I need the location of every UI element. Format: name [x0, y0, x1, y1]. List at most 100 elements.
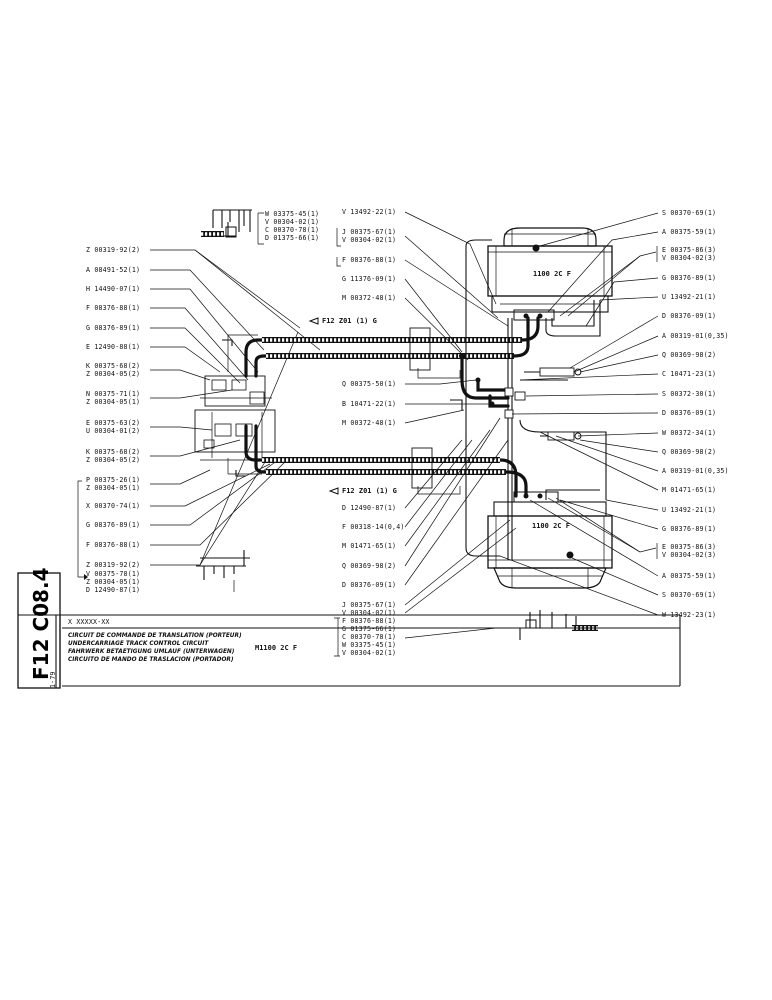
title-line-de: FAHRWERK BETAETIGUNG UMLAUF (UNTERWAGEN) [68, 649, 235, 655]
control-valve-block [194, 375, 276, 461]
label: S 00372-30(1) [662, 390, 716, 398]
sheet-date: 1-79 [49, 671, 57, 688]
bracket [77, 480, 84, 578]
label: K 00375-68(2) [86, 448, 140, 456]
sheet-stamp: X XXXXX-XX [68, 618, 110, 626]
label: V 00304-02(3) [662, 551, 716, 559]
label: G 11376-09(1) [342, 275, 396, 283]
label: W 00372-34(1) [662, 429, 716, 437]
label: F 00318-14(0,4) [342, 523, 405, 531]
label: Z 00319-92(2) [86, 246, 140, 254]
reference-upper: F12 Z01 (1) G [308, 317, 377, 325]
label: F 08376-88(1) [342, 256, 396, 264]
label: G 08376-89(1) [662, 274, 716, 282]
label: E 00375-63(2) [86, 419, 140, 427]
label: M 00372-48(1) [342, 294, 396, 302]
leader-lines-left [150, 249, 321, 566]
return-line [227, 334, 262, 475]
label: D 08376-09(1) [662, 409, 716, 417]
model-label: M1100 2C F [255, 644, 297, 652]
label: G 08376-89(1) [662, 525, 716, 533]
label: V 00304-02(1) [265, 218, 319, 226]
motor-label: 1100 2C F [533, 270, 571, 278]
label: E 12490-88(1) [86, 343, 140, 351]
label: F 08376-88(1) [342, 617, 396, 625]
label: W 03375-45(1) [265, 210, 319, 218]
label: D 08376-09(1) [342, 581, 396, 589]
inset-bottom-labels: F 08376-88(1) G 01375-66(1) C 00370-78(1… [342, 617, 396, 657]
title-line-en: UNDERCARRIAGE TRACK CONTROL CIRCUIT [68, 641, 209, 647]
label: A 00319-01(0,35) [662, 332, 729, 340]
label: Q 00369-98(2) [662, 351, 716, 359]
label: Z 00304-05(2) [86, 370, 140, 378]
arrow-icon [84, 574, 88, 580]
label: A 00375-59(1) [662, 572, 716, 580]
label: Q 00369-98(2) [342, 562, 396, 570]
label: X 00370-74(1) [86, 502, 140, 510]
label: G 08376-89(1) [86, 324, 140, 332]
label: S 00370-69(1) [662, 591, 716, 599]
label: P 00375-26(1) [86, 476, 140, 484]
label: E 00375-86(3) [662, 543, 716, 551]
label: V 00304-02(1) [342, 236, 396, 244]
label: U 13492-21(1) [662, 506, 716, 514]
label: D 01375-66(1) [265, 234, 319, 242]
label: V 00304-02(1) [342, 649, 396, 657]
bracket [336, 228, 341, 267]
reference-lower: F12 Z01 (1) G [328, 487, 397, 495]
label: S 00370-69(1) [662, 209, 716, 217]
title-line-es: CIRCUITO DE MANDO DE TRASLACION (PORTADO… [68, 657, 234, 663]
label: F 08376-88(1) [86, 541, 140, 549]
label: Z 00304-05(1) [86, 398, 140, 406]
hose-clamp [409, 327, 461, 495]
label: E 00375-86(3) [662, 246, 716, 254]
bracket [334, 617, 340, 657]
return-line [222, 339, 246, 477]
label: A 00375-59(1) [662, 228, 716, 236]
inset-top-fitting [201, 209, 264, 245]
sheet-code: F12 C08.4 [29, 568, 53, 680]
leader-lines-right [499, 212, 659, 616]
label: M 01471-65(1) [662, 486, 716, 494]
motor-label: 1100 2C F [532, 522, 570, 530]
label: N 00375-71(1) [86, 390, 140, 398]
title-block: F12 C08.4 1-79 X XXXXX-XX CIRCUIT DE COM… [17, 568, 681, 689]
label: K 00375-68(2) [86, 362, 140, 370]
label: Z 00319-92(2) [86, 561, 140, 569]
label: D 12490-87(1) [342, 504, 396, 512]
label: H 14490-07(1) [86, 285, 140, 293]
label: Z 00304-05(2) [86, 456, 140, 464]
label: V 00375-78(1) [86, 570, 140, 578]
bottom-travel-motor: 1100 2C F [487, 491, 613, 589]
label: F 08376-88(1) [86, 304, 140, 312]
leader-lines-center [404, 211, 517, 614]
label: C 00370-78(1) [342, 633, 396, 641]
label: J 00375-67(1) [342, 601, 396, 609]
label: Q 00375-50(1) [342, 380, 396, 388]
label: V 13492-22(1) [342, 208, 396, 216]
label: Q 00369-98(2) [662, 448, 716, 456]
label: C 10471-23(1) [662, 370, 716, 378]
label: D 08376-09(1) [662, 312, 716, 320]
right-labels: S 00370-69(1) A 00375-59(1) E 00375-86(3… [662, 209, 729, 619]
manifold-lines [450, 239, 526, 560]
inset-top-labels: W 03375-45(1) V 00304-02(1) C 00370-78(1… [265, 210, 319, 242]
label: A 00319-01(0,35) [662, 467, 729, 475]
label: B 10471-22(1) [342, 400, 396, 408]
label: V 00304-02(1) [342, 609, 396, 617]
reference-label: F12 Z01 (1) G [342, 487, 397, 495]
upper-hose-pair [244, 316, 540, 378]
label: C 00370-78(1) [265, 226, 319, 234]
reference-label: F12 Z01 (1) G [322, 317, 377, 325]
label: U 13492-21(1) [662, 293, 716, 301]
label: W 03375-45(1) [342, 641, 396, 649]
small-fitting-sketch [196, 550, 250, 592]
drain-lines [519, 300, 607, 500]
top-travel-motor: 1100 2C F [487, 227, 613, 321]
label: G 01375-66(1) [342, 625, 396, 633]
label: A 08491-52(1) [86, 266, 140, 274]
title-line-fr: CIRCUIT DE COMMANDE DE TRANSLATION (PORT… [68, 633, 242, 639]
lower-hose-pair [244, 424, 528, 498]
label: D 12490-87(1) [86, 586, 140, 594]
